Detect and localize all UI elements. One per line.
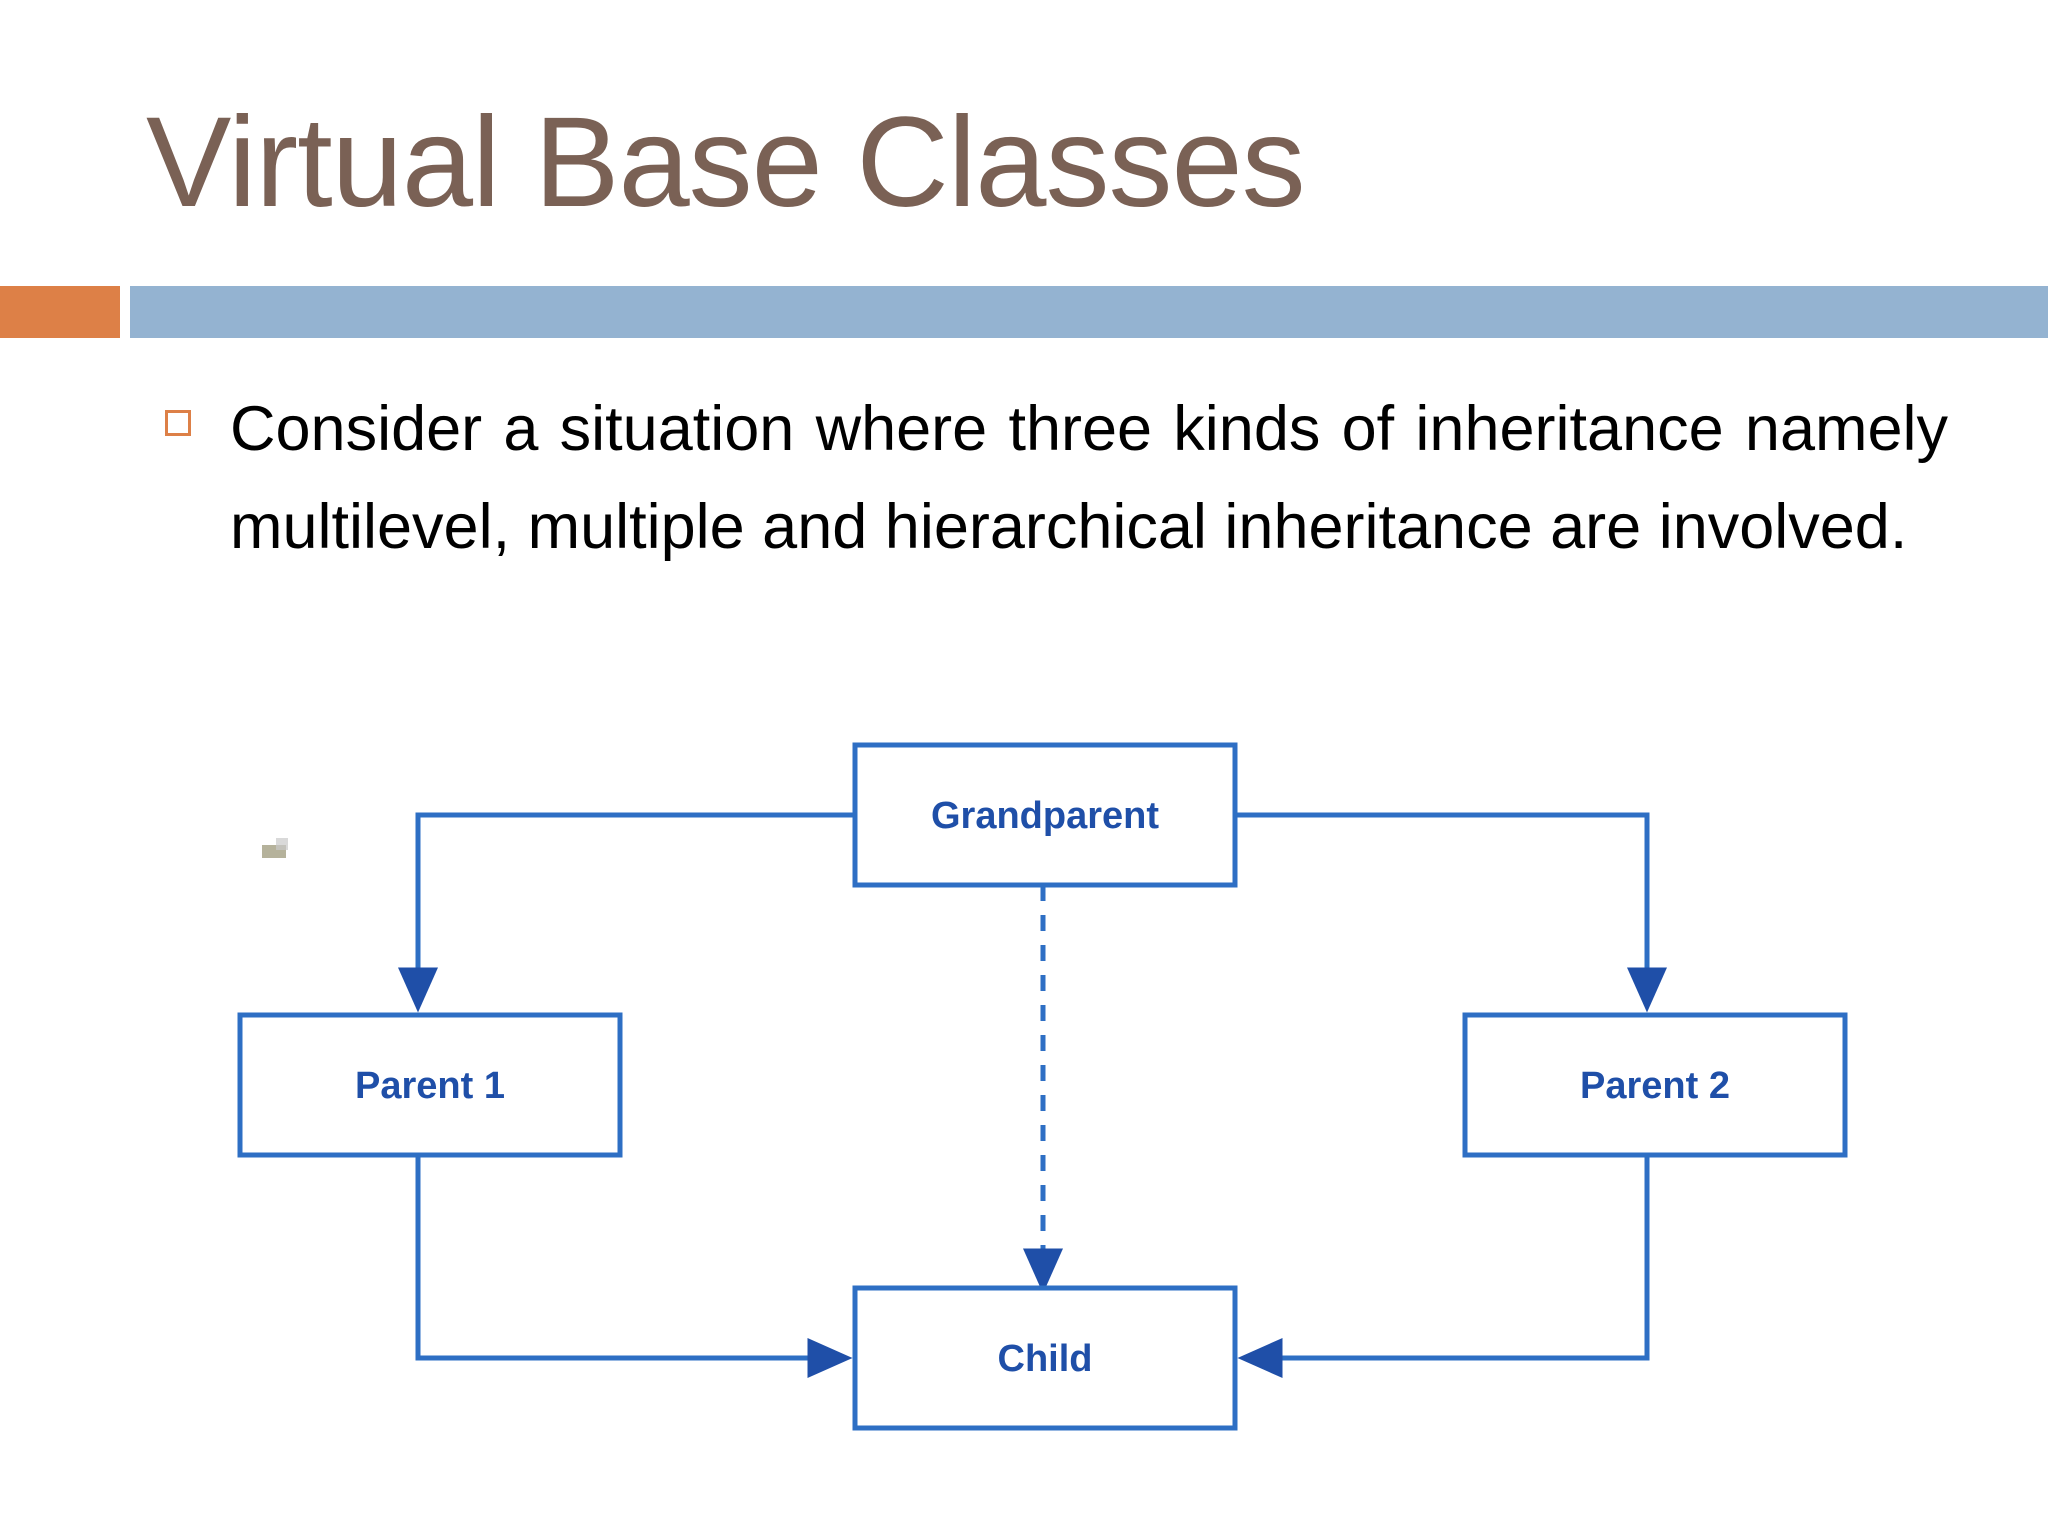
edge-grandparent-to-parent1 (398, 812, 855, 1013)
diagram-box-parent1-label: Parent 1 (355, 1065, 505, 1107)
page-title: Virtual Base Classes (146, 91, 1306, 234)
diagram-box-parent2-label: Parent 2 (1580, 1065, 1730, 1107)
diagram-box-grandparent: Grandparent (852, 742, 1238, 888)
edge-parent1-to-child (415, 1155, 853, 1378)
diagram-box-child-label: Child (998, 1338, 1093, 1380)
accent-bar-blue (130, 286, 2048, 338)
scan-artifact-mark-secondary (276, 838, 288, 850)
bullet-item-label: Consider a situation where three kinds o… (230, 394, 1948, 562)
edge-grandparent-to-parent2 (1235, 812, 1667, 1013)
edge-parent2-to-child (1237, 1155, 1650, 1378)
diagram-box-child: Child (852, 1285, 1238, 1431)
inheritance-diagram: Grandparent Parent 1 Parent 2 Child (0, 700, 2048, 1500)
accent-bar-orange (0, 286, 120, 338)
diagram-box-parent1: Parent 1 (237, 1012, 623, 1158)
diagram-box-parent2: Parent 2 (1462, 1012, 1848, 1158)
square-bullet-icon (165, 410, 191, 436)
diagram-box-grandparent-label: Grandparent (931, 795, 1159, 837)
